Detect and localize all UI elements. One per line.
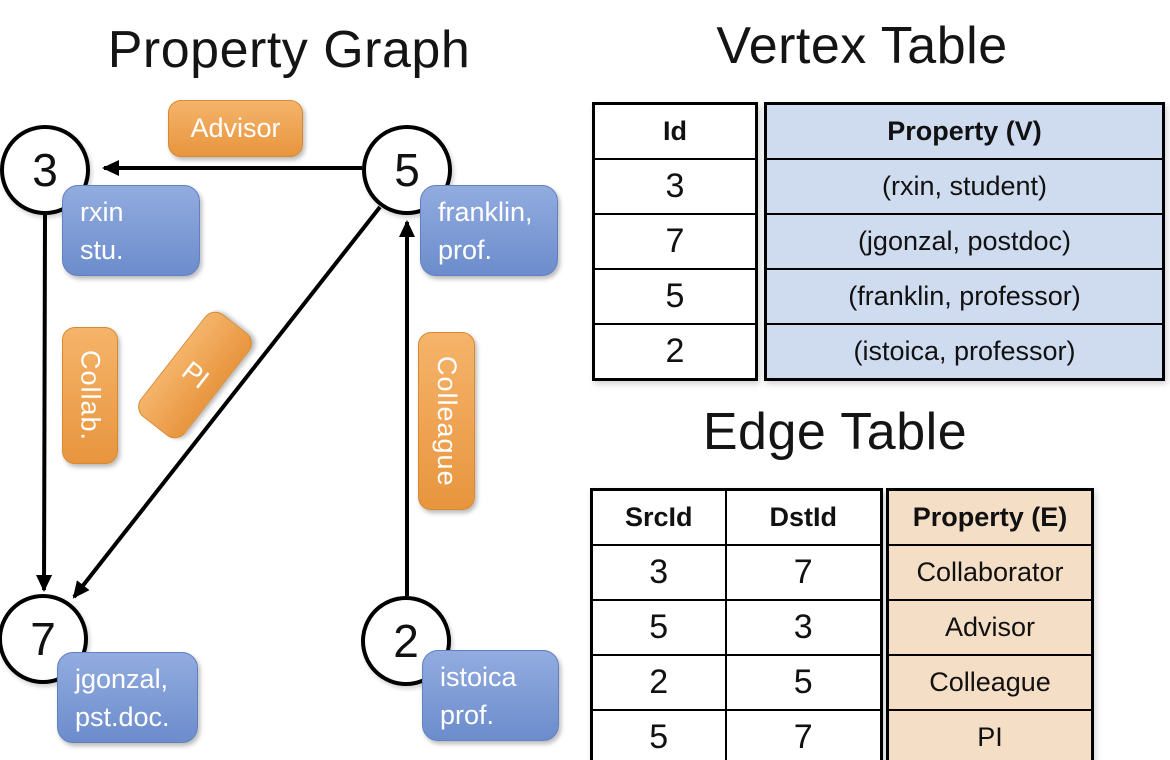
node-id: 5 [394,144,420,196]
vertex-property-line: jgonzal, [75,664,169,694]
edge-label-text: Advisor [190,113,281,143]
edge-src-cell: 3 [590,544,727,601]
edge-property-cell: Advisor [886,599,1094,656]
vertex-table-title: Vertex Table [716,17,1008,75]
table-row: 5 7 [590,709,883,760]
vertex-property-jgonzal: jgonzal, pst.doc. [57,652,198,743]
table-row: 2 [592,323,758,381]
table-row: 2 5 [590,654,883,711]
table-row: 3 [592,158,758,215]
vertex-property-cell: (rxin, student) [764,158,1165,215]
table-header-row: Property (E) [886,488,1094,546]
edge-dst-cell: 3 [724,599,883,656]
table-row: 5 3 [590,599,883,656]
table-row: Collaborator [886,544,1094,601]
edge-property-cell: PI [886,709,1094,760]
edge-collab-arrow [36,214,53,592]
edge-src-cell: 5 [590,599,727,656]
edge-dst-header: DstId [724,488,883,546]
vertex-property-istoica: istoica prof. [422,650,559,741]
vertex-property-line: rxin [80,197,124,227]
graph-node-5: 5 [362,125,452,215]
edge-property-table: Property (E) Collaborator Advisor Collea… [886,488,1094,760]
vertex-property-table: Property (V) (rxin, student) (jgonzal, p… [764,102,1165,381]
edge-label-advisor: Advisor [168,100,303,157]
vertex-property-line: pst.doc. [75,702,170,732]
edge-srcdst-table: SrcId DstId 3 7 5 3 2 5 5 7 [590,488,883,760]
vertex-id-cell: 3 [592,158,758,215]
node-id: 7 [30,613,56,665]
vertex-property-line: stu. [80,235,124,265]
edge-property-header: Property (E) [886,488,1094,546]
edge-dst-cell: 7 [724,544,883,601]
vertex-id-table: Id 3 7 5 2 [592,102,758,381]
edge-src-header: SrcId [590,488,727,546]
edge-property-cell: Collaborator [886,544,1094,601]
edge-label-text: Collab. [75,349,106,442]
vertex-property-franklin: franklin, prof. [420,185,558,276]
vertex-property-line: istoica [440,662,517,692]
table-row: (istoica, professor) [764,323,1165,381]
vertex-property-cell: (franklin, professor) [764,268,1165,325]
edge-label-text: Colleague [432,355,462,487]
vertex-id-cell: 5 [592,268,758,325]
edge-src-cell: 2 [590,654,727,711]
edge-table-title: Edge Table [702,403,968,461]
edge-label-text: PI [176,354,215,395]
table-row: (jgonzal, postdoc) [764,213,1165,270]
vertex-property-line: prof. [440,700,495,730]
table-row: 3 7 [590,544,883,601]
edge-dst-cell: 7 [724,709,883,760]
edge-pi-arrow [72,205,382,599]
graph-title: Property Graph [107,21,471,79]
edge-label-colleague: Colleague [418,332,475,510]
vertex-id-cell: 7 [592,213,758,270]
vertex-property-line: prof. [438,235,493,265]
graph-edges [36,160,415,599]
edge-label-collab: Collab. [62,327,118,464]
table-row: 5 [592,268,758,325]
vertex-property-cell: (jgonzal, postdoc) [764,213,1165,270]
table-header-row: Id [592,102,758,160]
table-header-row: SrcId DstId [590,488,883,546]
table-row: (rxin, student) [764,158,1165,215]
vertex-property-line: franklin, [438,197,533,227]
vertex-id-cell: 2 [592,323,758,381]
table-row: Advisor [886,599,1094,656]
graph-node-2: 2 [361,596,451,686]
table-row: PI [886,709,1094,760]
vertex-property-rxin: rxin stu. [62,185,200,276]
table-row: 7 [592,213,758,270]
table-header-row: Property (V) [764,102,1165,160]
node-id: 3 [32,144,58,196]
edge-dst-cell: 5 [724,654,883,711]
table-row: (franklin, professor) [764,268,1165,325]
vertex-property-header: Property (V) [764,102,1165,160]
table-row: Colleague [886,654,1094,711]
node-id: 2 [393,615,419,667]
edge-src-cell: 5 [590,709,727,760]
vertex-id-header: Id [592,102,758,160]
edge-property-cell: Colleague [886,654,1094,711]
vertex-property-cell: (istoica, professor) [764,323,1165,381]
